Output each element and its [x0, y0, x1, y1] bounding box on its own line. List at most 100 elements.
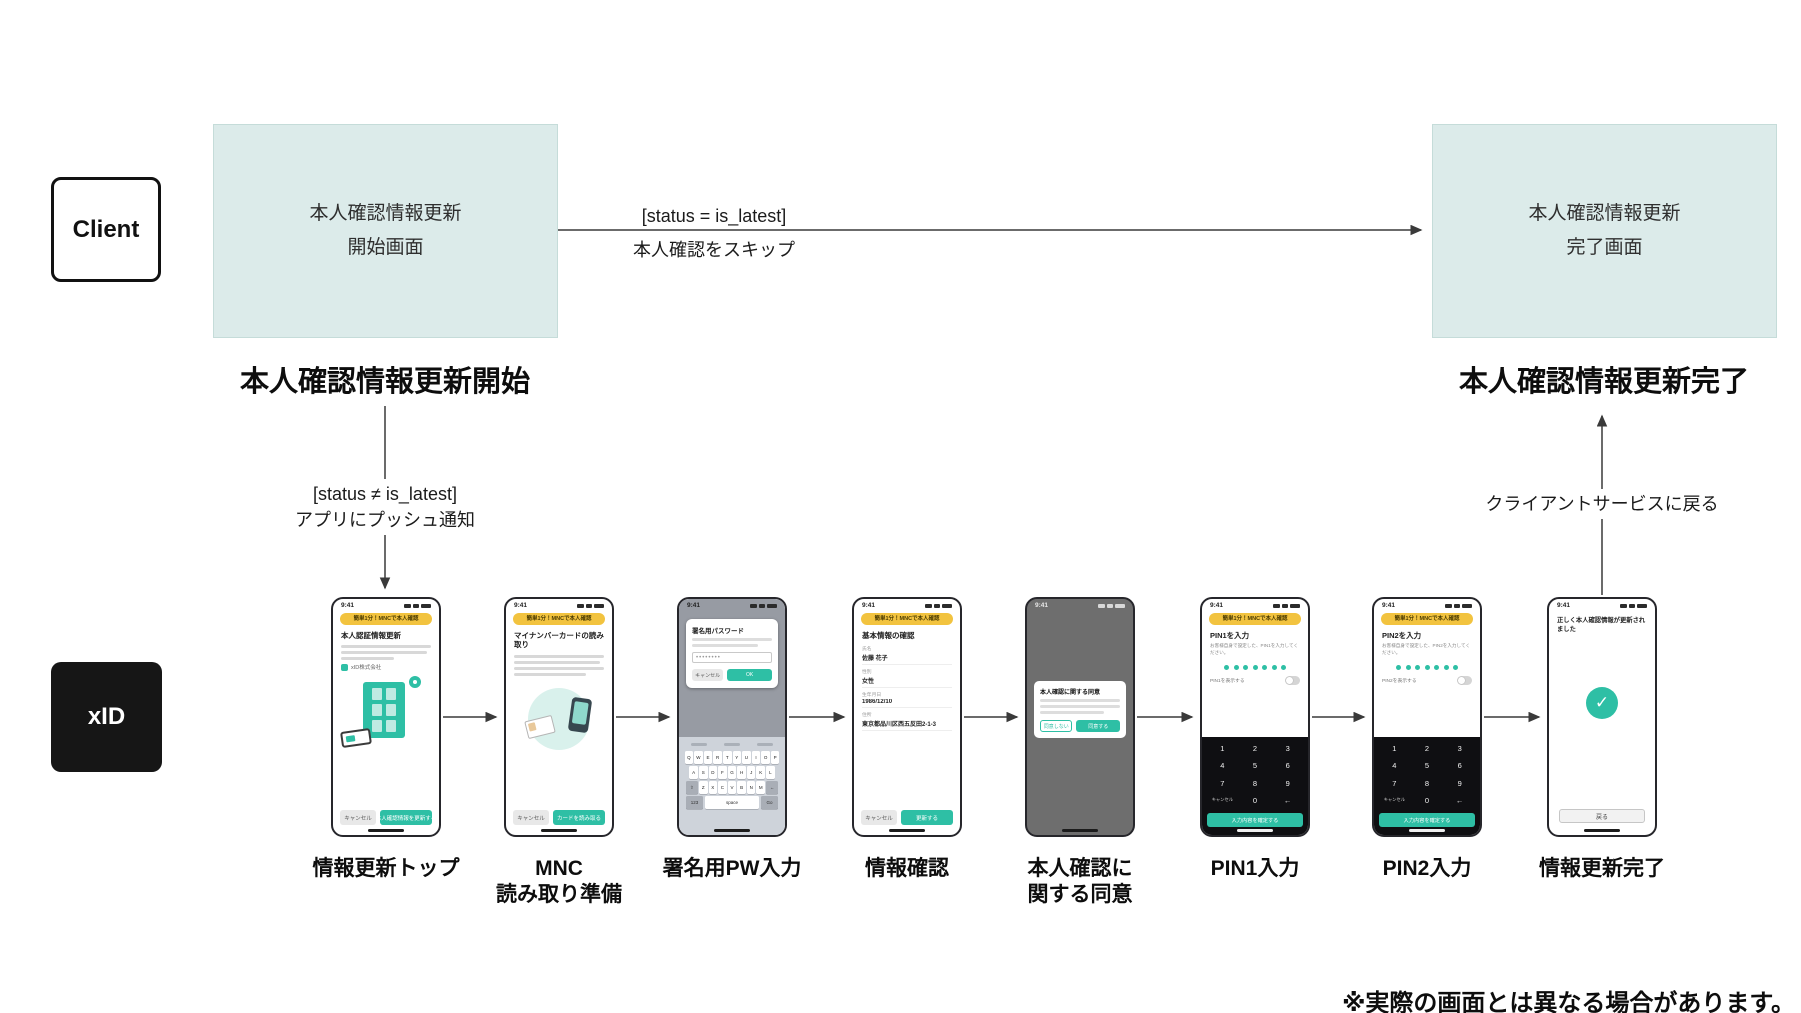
placeholder-text-line — [692, 644, 758, 647]
status-icons — [1445, 603, 1472, 608]
caption-update-top: 情報更新トップ — [312, 857, 460, 880]
key-7: 7 — [1220, 778, 1225, 788]
toggle-label: PIN2を表示する — [1382, 678, 1417, 684]
wifi-icon — [586, 603, 592, 608]
status-bar: 9:41 — [1202, 599, 1308, 612]
key-2: 2 — [1424, 744, 1430, 754]
phone-info-confirm: 9:41 簡単1分！MNCで本人確認 基本情報の確認 氏名 佐藤 花子 性別 女… — [852, 597, 962, 837]
placeholder-text-line — [514, 666, 604, 670]
lane-client-label: Client — [72, 215, 140, 243]
home-indicator — [1409, 828, 1445, 832]
numbers-key: 123 — [686, 796, 703, 809]
key-O: O — [761, 751, 770, 764]
cancel-button: キャンセル — [513, 810, 549, 825]
key-1: 1 — [1220, 744, 1225, 754]
key-Q: Q — [684, 751, 694, 764]
home-indicator — [889, 828, 925, 832]
caption-line2: 関する同意 — [1027, 883, 1133, 907]
space-key: space — [705, 796, 759, 809]
end-screen-box: 本人確認情報更新 完了画面 — [1432, 124, 1777, 338]
placeholder-text-line — [692, 638, 772, 641]
signal-icon — [1620, 603, 1627, 608]
show-pin-toggle-row: PIN1を表示する — [1210, 676, 1300, 685]
caption-consent: 本人確認に 関する同意 — [1000, 856, 1160, 909]
key-7: 7 — [1392, 778, 1397, 788]
suggestion-bar — [682, 740, 782, 749]
key-3: 3 — [1285, 744, 1290, 754]
push-edge-label-line2: アプリにプッシュ通知 — [295, 510, 475, 531]
back-button: 戻る — [1559, 809, 1645, 823]
decline-button: 同意しない — [1040, 720, 1073, 732]
confirm-button: 入力内容を確定する — [1207, 813, 1303, 827]
modal-button-row: キャンセル OK — [692, 669, 772, 681]
key-4: 4 — [1392, 761, 1397, 771]
caption-line1: 本人確認に — [1027, 857, 1133, 880]
placeholder-text-line — [514, 672, 586, 676]
start-box-line2: 開始画面 — [347, 237, 424, 258]
home-indicator — [368, 828, 404, 832]
home-indicator — [1062, 828, 1098, 832]
cancel-button: キャンセル — [340, 810, 376, 825]
key-D: D — [708, 766, 718, 779]
phone-pin1: 9:41 簡単1分！MNCで本人確認 PIN1を入力 お客様自身で設定した、PI… — [1200, 597, 1310, 837]
modal-title: 本人確認に関する同意 — [1040, 690, 1101, 696]
status-bar: 9:41 — [854, 599, 960, 612]
signal-icon — [577, 603, 584, 608]
confirm-button: 入力内容を確定する — [1379, 813, 1475, 827]
home-indicator — [714, 828, 750, 832]
key-T: T — [722, 751, 732, 764]
key-F: F — [718, 766, 727, 779]
status-icons — [577, 603, 604, 608]
key-←: ← — [1455, 795, 1464, 805]
key-キャンセル: キャンセル — [1383, 797, 1406, 803]
screen-title: 本人認証情報更新 — [341, 631, 401, 640]
placeholder-text-line — [514, 660, 600, 664]
caption-pin1: PIN1入力 — [1210, 857, 1300, 880]
screen-subtitle: お客様自身で設定した、PIN2を入力してください。 — [1382, 643, 1471, 656]
wifi-icon — [1107, 603, 1113, 608]
push-edge-label-line1: [status ≠ is_latest] — [313, 484, 457, 504]
update-button: 更新する — [901, 810, 953, 825]
lane-xid-badge: xID — [51, 662, 162, 772]
screen-title: PIN2を入力 — [1382, 631, 1422, 640]
key-U: U — [742, 751, 751, 764]
start-box-line1: 本人確認情報更新 — [309, 202, 462, 224]
status-icons — [1620, 603, 1647, 608]
battery-icon — [421, 603, 431, 608]
key-B: B — [737, 781, 746, 794]
phone-consent: 9:41 本人確認に関する同意 同意しない 同意する — [1025, 597, 1135, 837]
screen-title: 基本情報の確認 — [862, 631, 915, 640]
key-3: 3 — [1457, 744, 1462, 754]
field-value: 東京都品川区西五反田2-1-3 — [862, 719, 952, 732]
building-illustration — [333, 674, 439, 749]
status-time: 9:41 — [1210, 602, 1224, 609]
signal-icon — [1445, 603, 1452, 608]
toggle-switch — [1285, 676, 1300, 685]
go-key: Go — [761, 796, 778, 809]
countdown-banner: 簡単1分！MNCで本人確認 — [861, 613, 953, 625]
button-row: キャンセル 本人確認情報を更新する — [340, 810, 432, 825]
key-2: 2 — [1252, 744, 1258, 754]
key-0: 0 — [1424, 795, 1430, 805]
status-time: 9:41 — [862, 602, 876, 609]
key-4: 4 — [1220, 761, 1225, 771]
password-input: •••••••• — [692, 652, 772, 663]
caption-pin2: PIN2入力 — [1382, 857, 1472, 880]
caption-complete: 情報更新完了 — [1539, 857, 1665, 880]
dimmed-background: 9:41 署名用パスワード •••••••• キャンセル OK — [679, 599, 785, 737]
consent-modal: 本人確認に関する同意 同意しない 同意する — [1034, 681, 1126, 738]
wifi-icon — [1454, 603, 1460, 608]
signal-icon — [1098, 603, 1105, 608]
battery-icon — [1462, 603, 1472, 608]
status-icons — [750, 603, 777, 608]
placeholder-text-line — [514, 654, 604, 658]
caption-line2: 読み取り準備 — [496, 883, 622, 907]
key-I: I — [751, 751, 761, 764]
key-G: G — [727, 766, 737, 779]
status-bar: 9:41 — [333, 599, 439, 612]
battery-icon — [1115, 603, 1125, 608]
cancel-button: キャンセル — [692, 669, 724, 681]
success-message: 正しく本人確認情報が更新されました — [1557, 617, 1646, 634]
battery-icon — [594, 603, 604, 608]
field-gender: 性別 女性 — [854, 665, 960, 689]
